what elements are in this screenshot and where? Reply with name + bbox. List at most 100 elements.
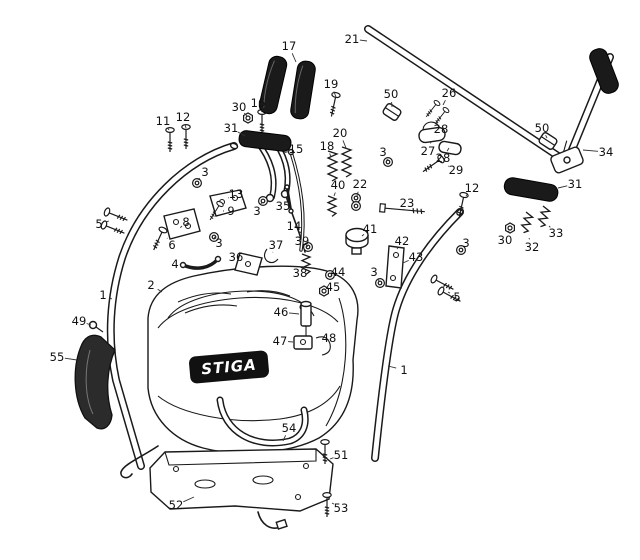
part-label-1: 1 — [400, 363, 407, 377]
part-label-27: 27 — [421, 144, 436, 158]
leader-line-15 — [283, 151, 289, 154]
part-label-32: 32 — [525, 240, 540, 254]
leader-line-3 — [386, 158, 389, 162]
leader-line-1 — [387, 365, 397, 369]
part-label-3: 3 — [370, 265, 377, 279]
part-label-31: 31 — [568, 177, 583, 191]
screw-12-left — [181, 123, 191, 150]
leader-line-14 — [299, 231, 302, 234]
part-label-3: 3 — [215, 236, 222, 250]
leader-line-1 — [110, 297, 113, 300]
part-label-18: 18 — [320, 139, 335, 153]
part-label-8: 8 — [182, 215, 189, 229]
part-label-50: 50 — [535, 121, 550, 135]
guard-plate — [149, 448, 334, 512]
bracket-47 — [293, 335, 313, 350]
spring-40 — [327, 195, 337, 218]
part-label-39: 39 — [295, 234, 310, 248]
leader-line-31 — [237, 131, 246, 137]
leader-line-50 — [545, 134, 548, 139]
tube-end-left — [229, 142, 239, 150]
bumper-handle — [216, 396, 309, 447]
link-35 — [284, 184, 294, 214]
nut-30-left — [243, 112, 253, 124]
clamp-50-left — [382, 103, 402, 121]
part-label-3: 3 — [201, 165, 208, 179]
part-label-5: 5 — [453, 290, 460, 304]
leader-line-23 — [402, 208, 405, 211]
spring-18 — [327, 150, 338, 182]
part-label-19: 19 — [324, 77, 339, 91]
part-label-40: 40 — [331, 178, 346, 192]
leader-line-26 — [442, 99, 446, 106]
part-label-26: 26 — [442, 86, 457, 100]
screw-6 — [149, 225, 169, 253]
hand-grips — [238, 48, 619, 202]
grip-17-left — [258, 55, 288, 115]
part-label-51: 51 — [334, 448, 349, 462]
cable-connector — [275, 518, 288, 530]
part-label-21: 21 — [345, 32, 360, 46]
bolt-26 — [423, 98, 442, 120]
leader-line-20 — [342, 140, 347, 149]
part-label-5: 5 — [95, 217, 102, 231]
part-label-33: 33 — [549, 226, 564, 240]
knob-41 — [345, 227, 369, 255]
spring-20 — [341, 146, 352, 178]
part-label-43: 43 — [409, 250, 424, 264]
deck-vent-slot — [246, 290, 291, 297]
leader-line-12 — [465, 194, 468, 197]
leader-line-53 — [331, 502, 335, 505]
leader-line-30 — [507, 230, 510, 233]
leader-line-21 — [359, 39, 368, 42]
leader-line-22 — [356, 191, 359, 197]
part-label-44: 44 — [331, 265, 346, 279]
leader-line-3 — [213, 236, 216, 239]
bracket-36 — [234, 252, 263, 276]
leader-line-33 — [548, 225, 551, 228]
screw-11 — [165, 126, 175, 153]
leader-line-34 — [582, 149, 599, 152]
part-label-29: 29 — [449, 163, 464, 177]
part-label-23: 23 — [400, 196, 415, 210]
leader-line-35 — [286, 197, 289, 200]
part-label-28: 28 — [436, 151, 451, 165]
leader-line-17 — [291, 53, 297, 63]
part-label-12: 12 — [465, 181, 480, 195]
rod-4 — [179, 255, 222, 270]
part-label-16: 16 — [251, 96, 266, 110]
leader-line-54 — [282, 435, 287, 442]
part-label-45: 45 — [326, 280, 341, 294]
part-label-28: 28 — [434, 122, 449, 136]
part-label-14: 14 — [287, 219, 302, 233]
leader-line-39 — [306, 245, 309, 248]
adjuster-46 — [300, 300, 312, 336]
bolt-23 — [379, 203, 425, 214]
part-label-46: 46 — [274, 305, 289, 319]
stiga-logo: STIGA — [189, 350, 269, 384]
part-label-34: 34 — [599, 145, 614, 159]
clamp-27 — [418, 121, 446, 144]
washer-22 — [351, 201, 361, 211]
part-label-35: 35 — [276, 199, 291, 213]
cable-left — [120, 445, 159, 479]
leader-line-43 — [402, 259, 409, 264]
leader-line-51 — [329, 457, 334, 460]
part-label-15: 15 — [289, 142, 304, 156]
grip-31-right — [503, 177, 559, 202]
grip-17-right — [290, 60, 316, 120]
cables — [120, 195, 306, 530]
stiga-logo-text: STIGA — [201, 356, 258, 379]
part-label-55: 55 — [50, 350, 65, 364]
part-label-52: 52 — [169, 498, 184, 512]
leader-line-19 — [333, 91, 337, 98]
leader-line-16 — [260, 110, 263, 113]
leader-line-5 — [447, 291, 451, 294]
part-label-48: 48 — [322, 331, 337, 345]
leader-line-41 — [361, 233, 365, 237]
brake-rod-14 — [287, 148, 305, 252]
stiga-logo-plate — [189, 350, 269, 384]
part-label-49: 49 — [72, 314, 87, 328]
